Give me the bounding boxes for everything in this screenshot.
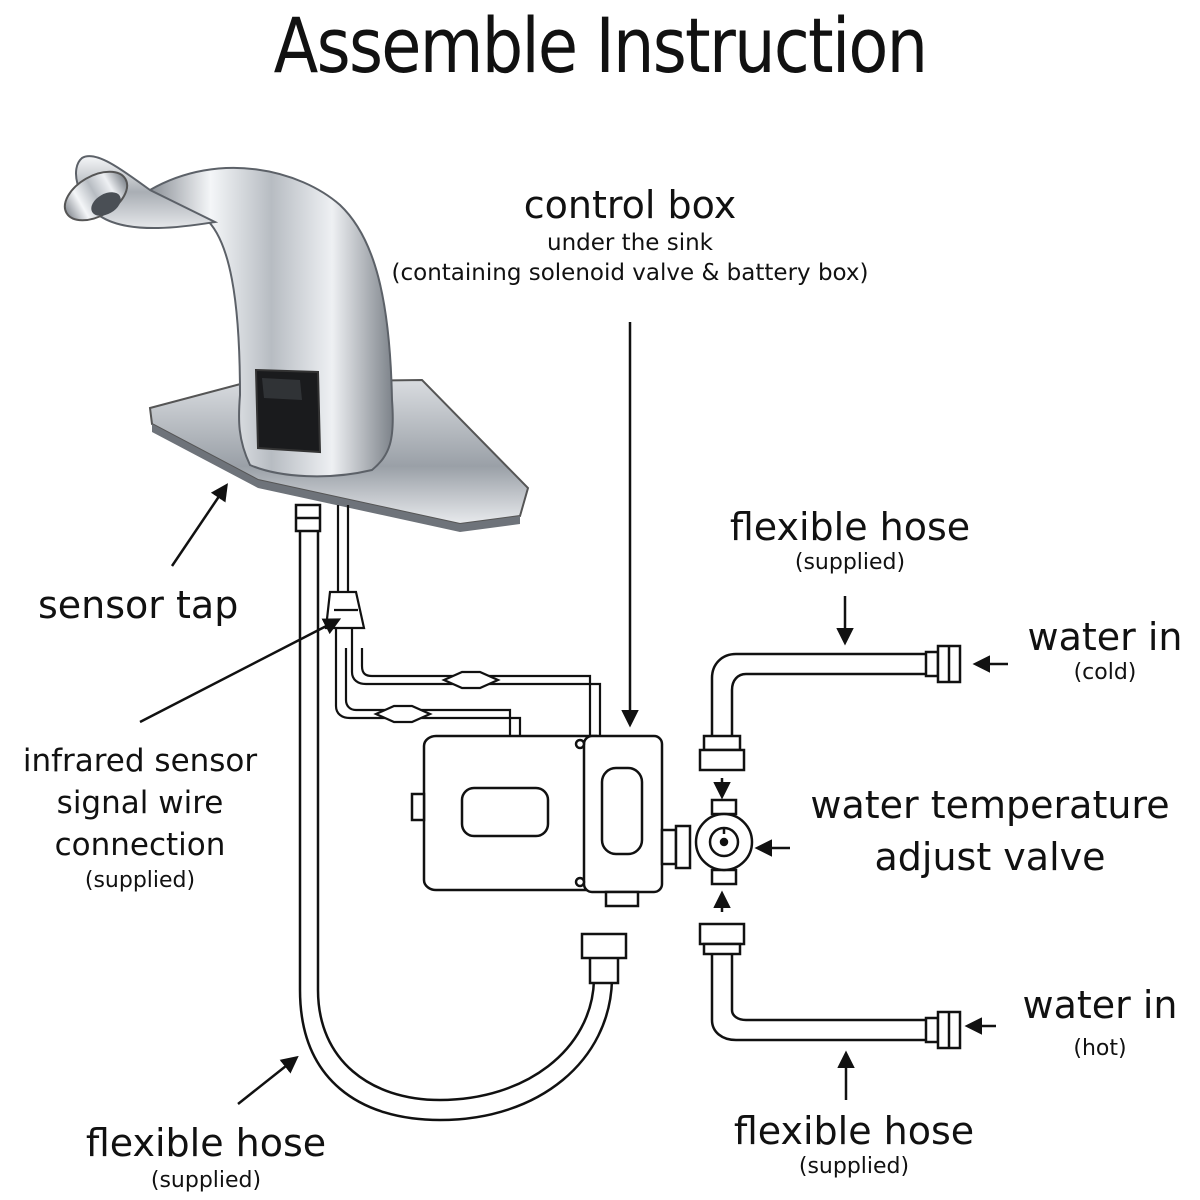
flexible-hose-bottom-right-label: flexible hose (733, 1109, 975, 1153)
temperature-valve-label-line2: adjust valve (874, 835, 1106, 879)
water-in-cold-label: water in (1027, 615, 1183, 659)
flexible-hose-top-note: (supplied) (794, 550, 906, 575)
page-title: Assemble Instruction (273, 1, 928, 90)
temperature-valve-image (694, 798, 754, 886)
tap-deck-plate-edge (152, 424, 520, 532)
control-box-label: control box (523, 183, 737, 227)
sensor-tap-image (63, 155, 530, 532)
flexible-hose-bottom-left-note: (supplied) (150, 1168, 262, 1193)
arrow-infrared-sensor (139, 618, 342, 724)
cold-water-hose (698, 644, 962, 772)
flexible-hose-bottom-right-note: (supplied) (798, 1154, 910, 1179)
control-box-location: under the sink (547, 230, 713, 256)
tap-supply-hose (294, 503, 628, 1122)
infrared-sensor-label-line1: infrared sensor (22, 743, 258, 779)
water-in-cold-note: (cold) (1073, 660, 1137, 685)
infrared-sensor-label-line3: connection (54, 827, 226, 863)
hot-water-hose (698, 922, 962, 1050)
infrared-sensor-note: (supplied) (84, 868, 196, 893)
temperature-valve-label-line1: water temperature (810, 783, 1170, 827)
infrared-sensor-label-line2: signal wire (56, 785, 224, 821)
water-in-hot-label: water in (1022, 983, 1178, 1027)
sensor-signal-wire (324, 505, 602, 738)
arrow-flexible-hose-bottom-left (237, 1055, 299, 1105)
water-in-hot-note: (hot) (1073, 1036, 1127, 1061)
tap-aerator-outlet (91, 192, 121, 216)
flexible-hose-top-label: flexible hose (729, 505, 971, 549)
callout-arrows (139, 322, 1008, 1105)
control-box-contents: (containing solenoid valve & battery box… (391, 260, 869, 286)
sensor-tap-label: sensor tap (38, 583, 239, 627)
flexible-hose-bottom-left-label: flexible hose (85, 1121, 327, 1165)
control-box-image (410, 734, 692, 908)
arrow-sensor-tap (170, 483, 228, 567)
